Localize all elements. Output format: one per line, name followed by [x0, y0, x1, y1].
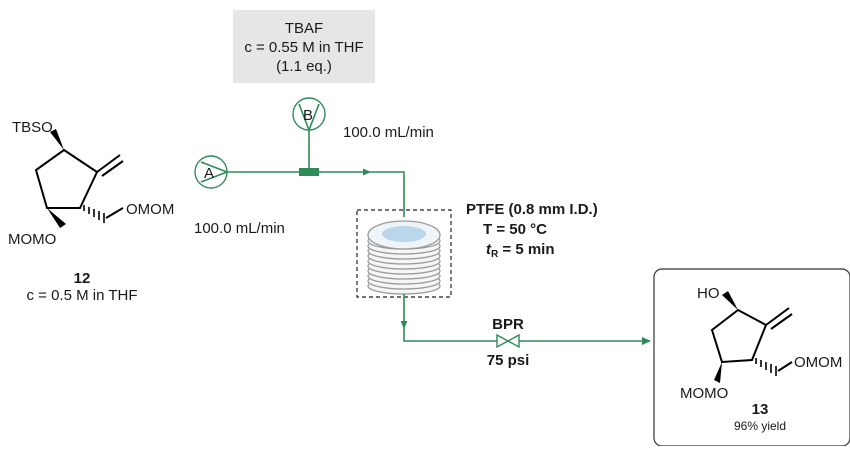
product-wedge-bottom [714, 362, 722, 383]
bpr-label: BPR [492, 316, 524, 333]
pump-a: A [194, 155, 230, 189]
wedge-bond-top [50, 129, 64, 150]
coil-reactor [356, 209, 452, 298]
reagent-concentration: c = 0.55 M in THF [244, 39, 363, 56]
pump-a-label: A [204, 165, 214, 182]
product-side-chain-bond [777, 361, 793, 372]
product-ring [710, 308, 768, 364]
side-chain-bond [105, 207, 124, 219]
product-methylene-bond [765, 307, 790, 326]
wedge-bond-bottom [47, 208, 66, 228]
methylene-double-bond [101, 160, 124, 177]
product-bottom-group: MOMO [680, 385, 728, 402]
starting-material-structure: TBSO MOMO OMOM [8, 119, 174, 248]
sm-top-group: TBSO [12, 119, 53, 136]
reactor-tubing: PTFE (0.8 mm I.D.) [466, 201, 598, 218]
reagent-name: TBAF [285, 20, 323, 37]
product-methylene-double-bond [770, 313, 793, 330]
sm-side-group: OMOM [126, 201, 174, 218]
sm-compound-number: 12 [74, 270, 91, 287]
hashed-bond [83, 205, 105, 223]
pump-b-flow-rate: 100.0 mL/min [343, 124, 434, 141]
bpr-valve [496, 333, 520, 349]
t-mixer [299, 168, 319, 176]
methylene-bond [96, 154, 121, 173]
pump-a-flow-rate: 100.0 mL/min [194, 220, 285, 237]
flow-line-to-reactor [370, 171, 405, 217]
pump-b: B [292, 97, 326, 133]
product-side-group: OMOM [794, 354, 842, 371]
sm-bottom-group: MOMO [8, 231, 56, 248]
product-yield: 96% yield [734, 419, 786, 433]
cyclopentane-ring [34, 148, 99, 209]
sm-concentration: c = 0.5 M in THF [26, 287, 137, 304]
product-top-group: HO [697, 285, 720, 302]
product-hashed-bond [755, 358, 777, 376]
product-wedge-top [722, 291, 738, 310]
reactor-residence-time: tR = 5 min [486, 241, 555, 260]
reagent-equivalents: (1.1 eq.) [276, 58, 332, 75]
reactor-temperature: T = 50 °C [483, 221, 547, 238]
reagent-box: TBAF c = 0.55 M in THF (1.1 eq.) [233, 10, 375, 83]
bpr-pressure: 75 psi [487, 352, 530, 369]
flow-line-to-bpr [403, 328, 497, 342]
pump-b-label: B [303, 107, 313, 124]
coil-windings [367, 220, 441, 295]
reagent-box-background [233, 10, 375, 83]
coil-center [382, 226, 426, 242]
product-structure: HO MOMO OMOM [680, 285, 842, 402]
product-compound-number: 13 [752, 401, 769, 418]
